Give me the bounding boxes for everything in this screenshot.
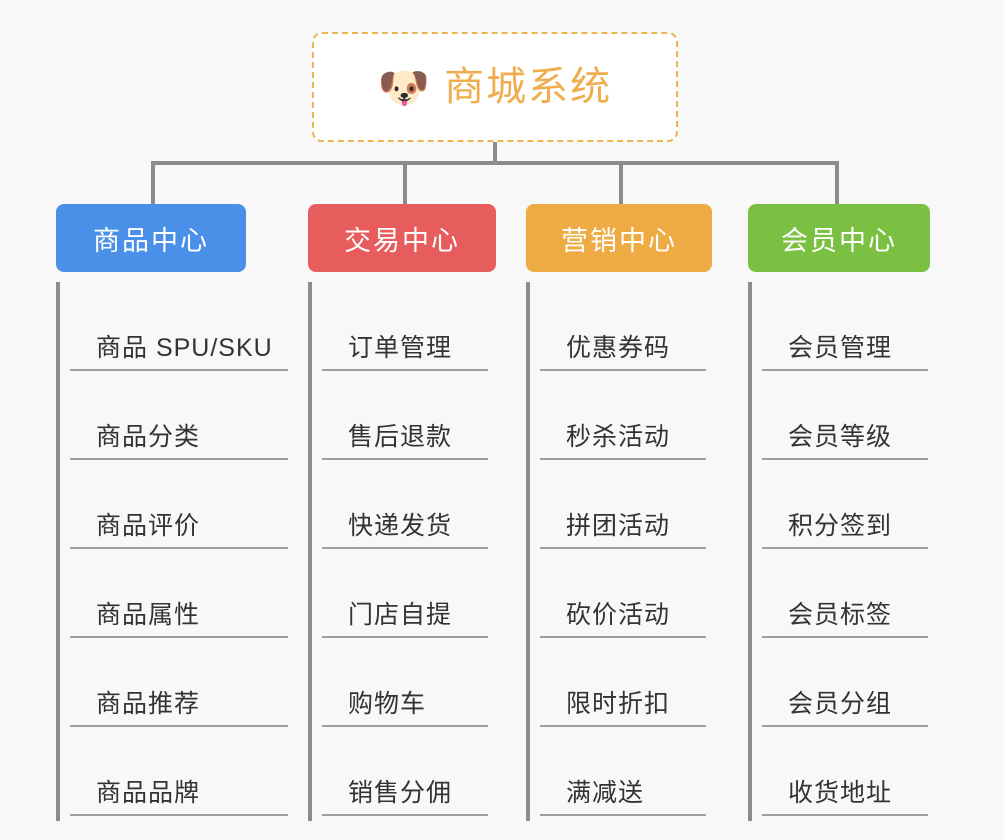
leaf-item[interactable]: 限时折扣 [540,638,706,727]
category-header-2[interactable]: 营销中心 [526,204,712,272]
leaf-item[interactable]: 商品推荐 [70,638,288,727]
leaf-item[interactable]: 商品属性 [70,549,288,638]
connector-drop-0 [151,161,155,205]
connector-drop-3 [835,161,839,205]
connector-drop-1 [403,161,407,205]
connector-root-stem [493,142,497,164]
leaf-list-0: 商品 SPU/SKU 商品分类 商品评价 商品属性 商品推荐 商品品牌 [56,282,288,821]
trunk-line-1 [308,282,312,821]
leaf-item[interactable]: 订单管理 [322,282,488,371]
leaf-item[interactable]: 会员管理 [762,282,928,371]
category-column-商品中心: 商品中心 商品 SPU/SKU 商品分类 商品评价 商品属性 商品推荐 商品品牌 [56,204,288,821]
leaf-item[interactable]: 商品 SPU/SKU [70,282,288,371]
leaf-item[interactable]: 商品评价 [70,460,288,549]
connector-drop-2 [619,161,623,205]
leaf-item[interactable]: 门店自提 [322,549,488,638]
category-header-0[interactable]: 商品中心 [56,204,246,272]
leaf-item[interactable]: 会员分组 [762,638,928,727]
root-title: 商城系统 [444,65,613,109]
trunk-line-0 [56,282,60,821]
leaf-item[interactable]: 售后退款 [322,371,488,460]
leaf-item[interactable]: 购物车 [322,638,488,727]
leaf-item[interactable]: 积分签到 [762,460,928,549]
leaf-list-3: 会员管理 会员等级 积分签到 会员标签 会员分组 收货地址 [748,282,930,821]
leaf-item[interactable]: 会员标签 [762,549,928,638]
leaf-item[interactable]: 满减送 [540,727,706,816]
leaf-item[interactable]: 拼团活动 [540,460,706,549]
leaf-item[interactable]: 销售分佣 [322,727,488,816]
connector-horizontal-bus [151,161,839,165]
trunk-line-2 [526,282,530,821]
trunk-line-3 [748,282,752,821]
root-node[interactable]: 🐶 商城系统 [312,32,678,142]
leaf-list-2: 优惠券码 秒杀活动 拼团活动 砍价活动 限时折扣 满减送 [526,282,712,821]
category-header-3[interactable]: 会员中心 [748,204,930,272]
leaf-list-1: 订单管理 售后退款 快递发货 门店自提 购物车 销售分佣 [308,282,496,821]
category-column-营销中心: 营销中心 优惠券码 秒杀活动 拼团活动 砍价活动 限时折扣 满减送 [526,204,712,821]
leaf-item[interactable]: 会员等级 [762,371,928,460]
leaf-item[interactable]: 收货地址 [762,727,928,816]
category-column-交易中心: 交易中心 订单管理 售后退款 快递发货 门店自提 购物车 销售分佣 [308,204,496,821]
leaf-item[interactable]: 商品品牌 [70,727,288,816]
category-header-1[interactable]: 交易中心 [308,204,496,272]
leaf-item[interactable]: 商品分类 [70,371,288,460]
leaf-item[interactable]: 优惠券码 [540,282,706,371]
leaf-item[interactable]: 快递发货 [322,460,488,549]
leaf-item[interactable]: 砍价活动 [540,549,706,638]
dog-face-icon: 🐶 [377,64,431,111]
leaf-item[interactable]: 秒杀活动 [540,371,706,460]
category-column-会员中心: 会员中心 会员管理 会员等级 积分签到 会员标签 会员分组 收货地址 [748,204,930,821]
